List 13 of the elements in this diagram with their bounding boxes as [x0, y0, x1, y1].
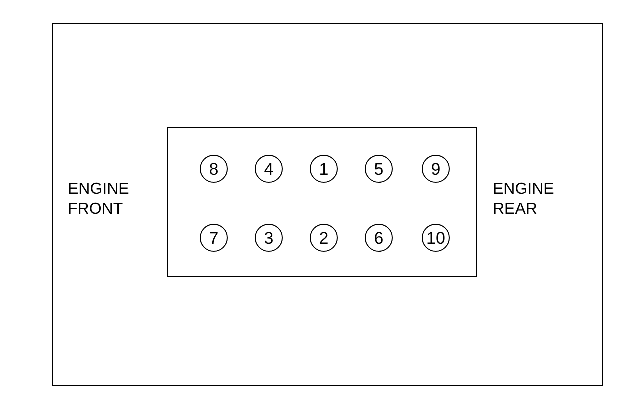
circled-number: 7: [200, 224, 228, 252]
circled-number: 4: [255, 155, 283, 183]
circled-number: 9: [422, 155, 450, 183]
engine-direction-label: ENGINE REAR: [493, 180, 556, 220]
circled-number: 10: [422, 224, 450, 252]
circled-number: 2: [310, 224, 338, 252]
circled-number: 6: [365, 224, 393, 252]
cylinder-head-outline: [167, 127, 477, 277]
circled-number: 8: [200, 155, 228, 183]
engine-direction-label: ENGINE FRONT: [68, 180, 130, 220]
circled-number: 5: [365, 155, 393, 183]
circled-number: 1: [310, 155, 338, 183]
circled-number: 3: [255, 224, 283, 252]
